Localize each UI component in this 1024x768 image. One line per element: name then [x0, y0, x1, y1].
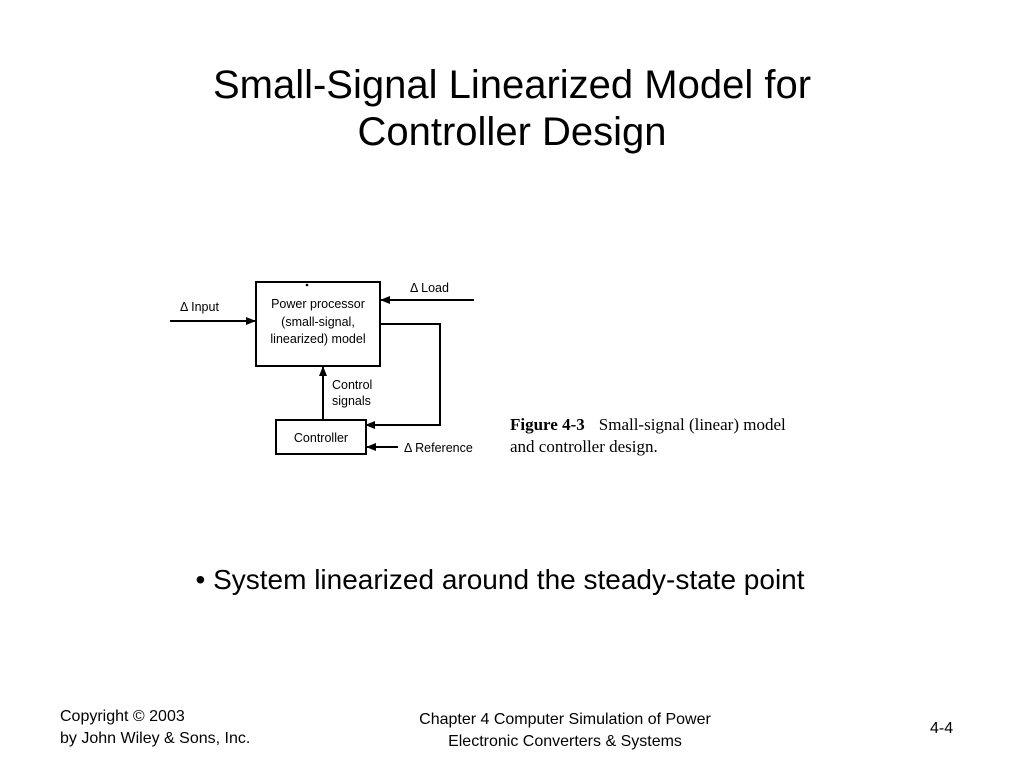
- caption-line-2: and controller design.: [510, 437, 658, 456]
- dot-mark: [305, 283, 309, 287]
- slide-title-line-1: Small-Signal Linearized Model for: [212, 63, 812, 107]
- power-processor-block: [255, 281, 381, 367]
- power-processor-line-1: Power processor: [271, 297, 365, 311]
- load-label: Δ Load: [410, 281, 449, 295]
- power-processor-line-3: linearized) model: [270, 332, 365, 346]
- footer-chapter: Chapter 4 Computer Simulation of Power E…: [355, 709, 775, 753]
- bullet-point: • System linearized around the steady-st…: [195, 564, 805, 595]
- controller-label: Controller: [294, 431, 348, 445]
- caption-line-1: Small-signal (linear) model: [598, 415, 786, 434]
- slide-title: Small-Signal Linearized Model for Contro…: [0, 62, 1024, 156]
- power-processor-line-2: (small-signal,: [281, 315, 355, 329]
- controller-block: [275, 419, 367, 455]
- page-number: 4-4: [930, 720, 954, 737]
- control-signals-line-2: signals: [332, 394, 371, 408]
- block-diagram: Power processor (small-signal, linearize…: [170, 281, 474, 455]
- copyright-line-2: by John Wiley & Sons, Inc.: [60, 730, 251, 747]
- footer-copyright: Copyright © 2003 by John Wiley & Sons, I…: [60, 706, 250, 750]
- input-label: Δ Input: [180, 300, 219, 314]
- slide-title-line-2: Controller Design: [357, 110, 667, 154]
- copyright-line-1: Copyright © 2003: [60, 708, 185, 725]
- control-signals-line-1: Control: [332, 378, 372, 392]
- reference-label: Δ Reference: [404, 441, 473, 455]
- chapter-line-1: Chapter 4 Computer Simulation of Power: [419, 711, 711, 728]
- chapter-line-2: Electronic Converters & Systems: [448, 733, 682, 750]
- feedback-path: [365, 323, 441, 429]
- figure-caption: Figure 4-3 Small-signal (linear) model an…: [510, 414, 870, 458]
- figure-number: Figure 4-3: [510, 415, 585, 434]
